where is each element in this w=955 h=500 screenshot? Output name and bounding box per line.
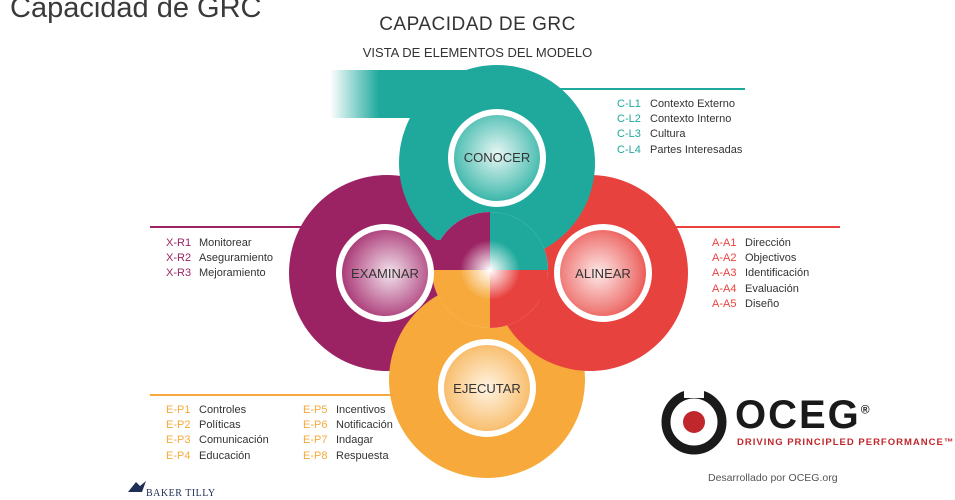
list-item: E-P2 Políticas	[166, 418, 269, 433]
element-code: E-P2	[166, 419, 191, 432]
element-label: Partes Interesadas	[650, 143, 743, 156]
list-item: E-P5 Incentivos	[303, 403, 393, 418]
element-label: Monitorear	[199, 237, 252, 249]
oceg-logo-mark	[661, 388, 727, 455]
ejecutar-inner	[438, 339, 536, 437]
list-item: C-L3 Cultura	[617, 127, 742, 142]
element-label: Comunicación	[199, 434, 269, 447]
baker-tilly-logo-icon	[128, 481, 146, 492]
diagram-subtitle: VISTA DE ELEMENTOS DEL MODELO	[362, 45, 593, 60]
oceg-tagline: DRIVING PRINCIPLED PERFORMANCE™	[737, 437, 955, 448]
element-code: X-R2	[166, 252, 192, 265]
element-code: A-A5	[712, 297, 737, 310]
element-label: Dirección	[745, 237, 791, 249]
element-label: Mejoramiento	[199, 267, 266, 280]
element-code: E-P7	[303, 434, 328, 447]
footer-brand: BAKER TILLY	[146, 488, 216, 499]
diagram-title: CAPACIDAD DE GRC	[379, 14, 576, 35]
oceg-wordmark: OCEG®	[735, 393, 872, 437]
list-item: A-A5 Diseño	[712, 297, 809, 312]
element-label: Evaluación	[745, 282, 799, 295]
element-code: X-R3	[166, 267, 192, 280]
examinar-inner	[336, 224, 434, 322]
list-item: C-L2 Contexto Interno	[617, 112, 742, 127]
list-item: A-A3 Identificación	[712, 266, 809, 281]
list-item: E-P8 Respuesta	[303, 449, 393, 464]
list-item: E-P3 Comunicación	[166, 433, 269, 448]
element-code: C-L2	[617, 113, 641, 126]
element-code: C-L3	[617, 128, 641, 141]
hub-glow	[460, 240, 520, 300]
element-code: X-R1	[166, 237, 192, 249]
list-item: X-R2 Aseguramiento	[166, 251, 273, 266]
list-item: A-A4 Evaluación	[712, 282, 809, 297]
list-item: C-L1 Contexto Externo	[617, 97, 742, 112]
element-label: Notificación	[336, 419, 393, 432]
element-code: C-L1	[617, 98, 641, 110]
element-label: Respuesta	[336, 449, 389, 462]
element-code: E-P4	[166, 449, 191, 462]
ejecutar-label: EJECUTAR	[453, 381, 521, 396]
element-code: A-A3	[712, 267, 737, 280]
element-label: Aseguramiento	[199, 252, 273, 265]
element-label: Contexto Externo	[650, 98, 735, 110]
alinear-inner	[554, 224, 652, 322]
element-label: Educación	[199, 449, 251, 462]
element-code: A-A1	[712, 237, 737, 249]
element-code: A-A4	[712, 282, 737, 295]
list-item: A-A1 Dirección	[712, 236, 809, 251]
conocer-inner	[448, 109, 546, 207]
arrow-to-ejecutar	[530, 262, 560, 300]
element-code: E-P1	[166, 404, 191, 416]
element-code: E-P6	[303, 419, 328, 432]
list-item: E-P1 Controles	[166, 403, 269, 418]
examinar-label: EXAMINAR	[351, 266, 419, 281]
conocer-label: CONOCER	[464, 150, 530, 165]
credit-note: Desarrollado por OCEG.org	[708, 472, 838, 484]
element-label: Diseño	[745, 297, 780, 310]
list-item: C-L4 Partes Interesadas	[617, 143, 742, 158]
element-code: E-P3	[166, 434, 191, 447]
element-label: Controles	[199, 404, 247, 416]
alinear-label: ALINEAR	[575, 266, 631, 281]
element-label: Políticas	[199, 419, 241, 432]
element-code: C-L4	[617, 143, 641, 156]
list-item: E-P4 Educación	[166, 449, 269, 464]
element-label: Contexto Interno	[650, 113, 732, 126]
element-label: Incentivos	[336, 404, 386, 416]
element-code: A-A2	[712, 252, 737, 265]
list-item: X-R1 Monitorear	[166, 236, 273, 251]
element-label: Objectivos	[745, 252, 797, 265]
list-item: A-A2 Objectivos	[712, 251, 809, 266]
element-code: E-P8	[303, 449, 328, 462]
element-label: Identificación	[745, 267, 810, 280]
element-label: Cultura	[650, 128, 686, 141]
element-code: E-P5	[303, 404, 328, 416]
list-item: X-R3 Mejoramiento	[166, 266, 273, 281]
element-label: Indagar	[336, 434, 374, 447]
list-item: E-P6 Notificación	[303, 418, 393, 433]
slide-title: Capacidad de GRC	[10, 0, 262, 24]
list-item: E-P7 Indagar	[303, 433, 393, 448]
